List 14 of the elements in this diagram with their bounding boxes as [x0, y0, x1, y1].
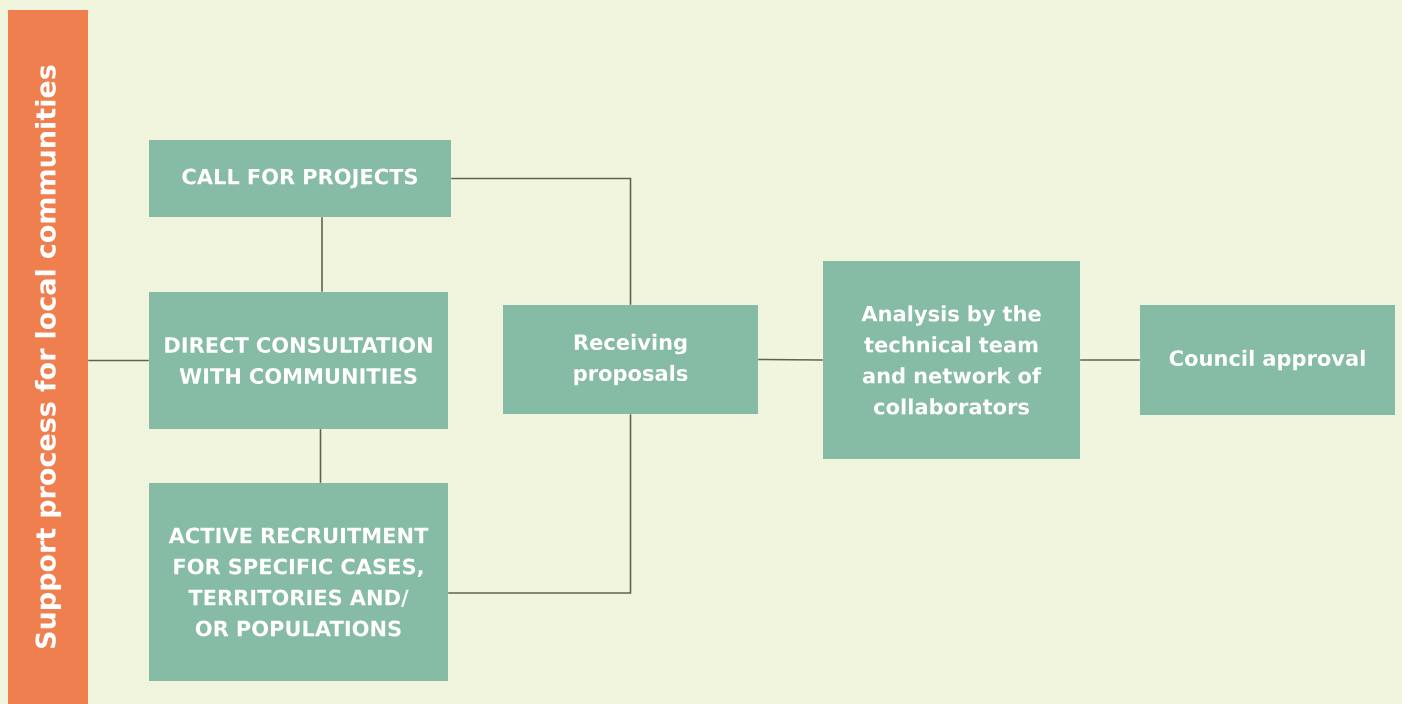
connector-line — [757, 358, 824, 361]
process-box: Analysis by the technical team and network of collaborators — [823, 261, 1080, 459]
process-box: DIRECT CONSULTATION WITH COMMUNITIES — [149, 292, 448, 429]
connector-line — [450, 177, 632, 306]
process-box: CALL FOR PROJECTS — [149, 140, 451, 217]
process-box: ACTIVE RECRUITMENT FOR SPECIFIC CASES, TERRITORIES AND/ OR POPULATIONS — [149, 483, 448, 681]
connector-line — [1079, 359, 1141, 361]
process-box: Council approval — [1140, 305, 1395, 415]
vertical-band: Support process for local communities — [8, 10, 88, 704]
connector-line — [447, 413, 632, 594]
connector-line — [321, 216, 323, 293]
process-box: Receiving proposals — [503, 305, 758, 414]
connector-line — [87, 359, 150, 362]
connector-line — [319, 428, 322, 484]
